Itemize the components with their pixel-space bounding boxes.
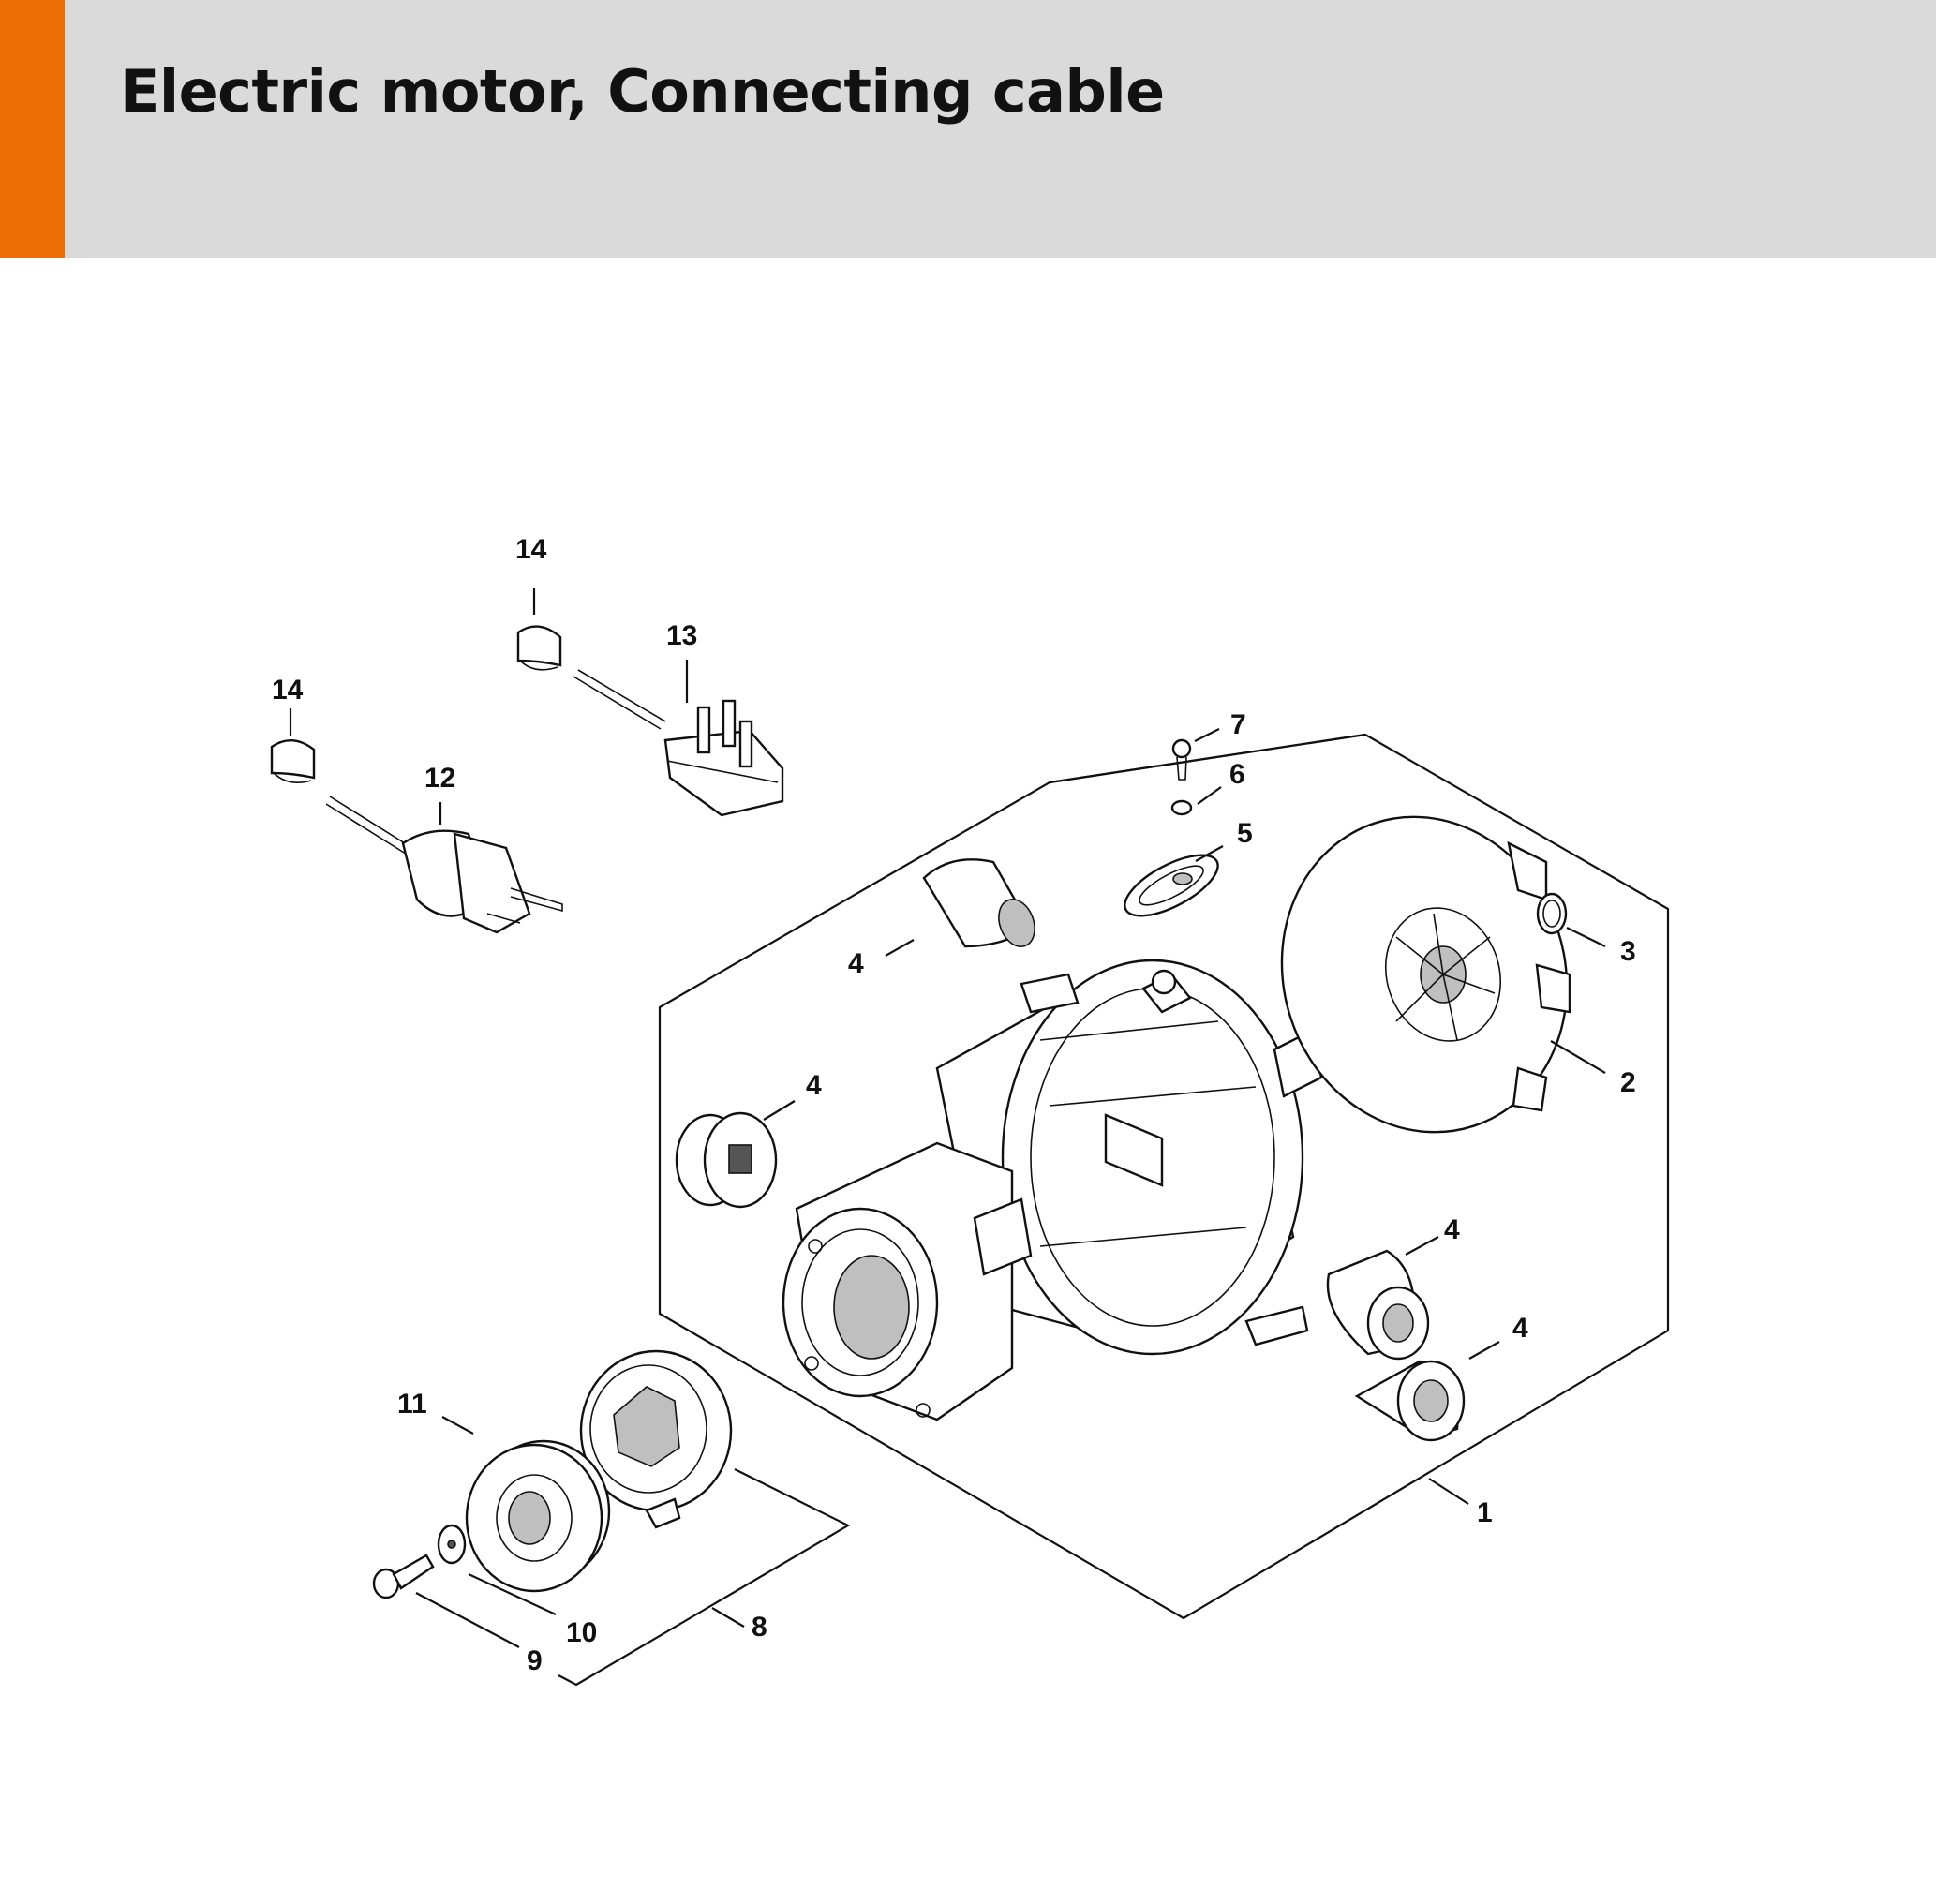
- assembly-outline-8: [558, 1468, 851, 1687]
- motor-housing: [782, 959, 1323, 1421]
- end-cap: [579, 1349, 733, 1529]
- rubber-mount-top: [922, 858, 1035, 948]
- callout-4-top: 4: [848, 948, 864, 979]
- callout-10: 10: [566, 1617, 597, 1648]
- header-band: [0, 0, 1936, 258]
- rubber-mount-right-lower: [1354, 1360, 1466, 1442]
- callout-13: 13: [666, 620, 697, 651]
- screw-9: [372, 1554, 435, 1599]
- callout-5: 5: [1237, 818, 1253, 849]
- fan-impeller: [1280, 815, 1571, 1134]
- circlip: [1536, 892, 1568, 935]
- accent-bar: [0, 0, 65, 258]
- callout-4-right-upper: 4: [1444, 1214, 1460, 1245]
- power-plug-schuko: [325, 796, 563, 934]
- washer-10: [437, 1524, 467, 1565]
- callout-3: 3: [1620, 936, 1636, 967]
- callout-4-left: 4: [806, 1070, 822, 1101]
- callout-4-right-lower: 4: [1512, 1313, 1528, 1344]
- callout-11: 11: [397, 1389, 427, 1420]
- cable-clamp-lower: [270, 739, 316, 783]
- callout-7: 7: [1230, 709, 1246, 740]
- rubber-mount-right-upper: [1326, 1249, 1430, 1361]
- callout-8: 8: [752, 1612, 767, 1643]
- callout-9: 9: [527, 1645, 543, 1676]
- power-plug-uk: [573, 669, 784, 817]
- callout-2: 2: [1620, 1067, 1636, 1098]
- callout-1: 1: [1477, 1497, 1493, 1528]
- callout-12: 12: [424, 763, 455, 794]
- bearing-seal: [465, 1439, 611, 1593]
- callout-14-upper: 14: [515, 534, 547, 565]
- leader-lines: [289, 588, 1606, 1648]
- gasket: [1124, 854, 1219, 917]
- page-title: Electric motor, Connecting cable: [120, 57, 1165, 126]
- rubber-mount-left: [675, 1111, 778, 1209]
- assembly-outline-rear: [1049, 733, 1366, 784]
- callout-14-lower: 14: [272, 675, 304, 706]
- callout-6: 6: [1229, 759, 1245, 790]
- cable-clamp-upper: [516, 625, 562, 671]
- screw-7: [1171, 738, 1192, 781]
- washer-6: [1170, 799, 1193, 816]
